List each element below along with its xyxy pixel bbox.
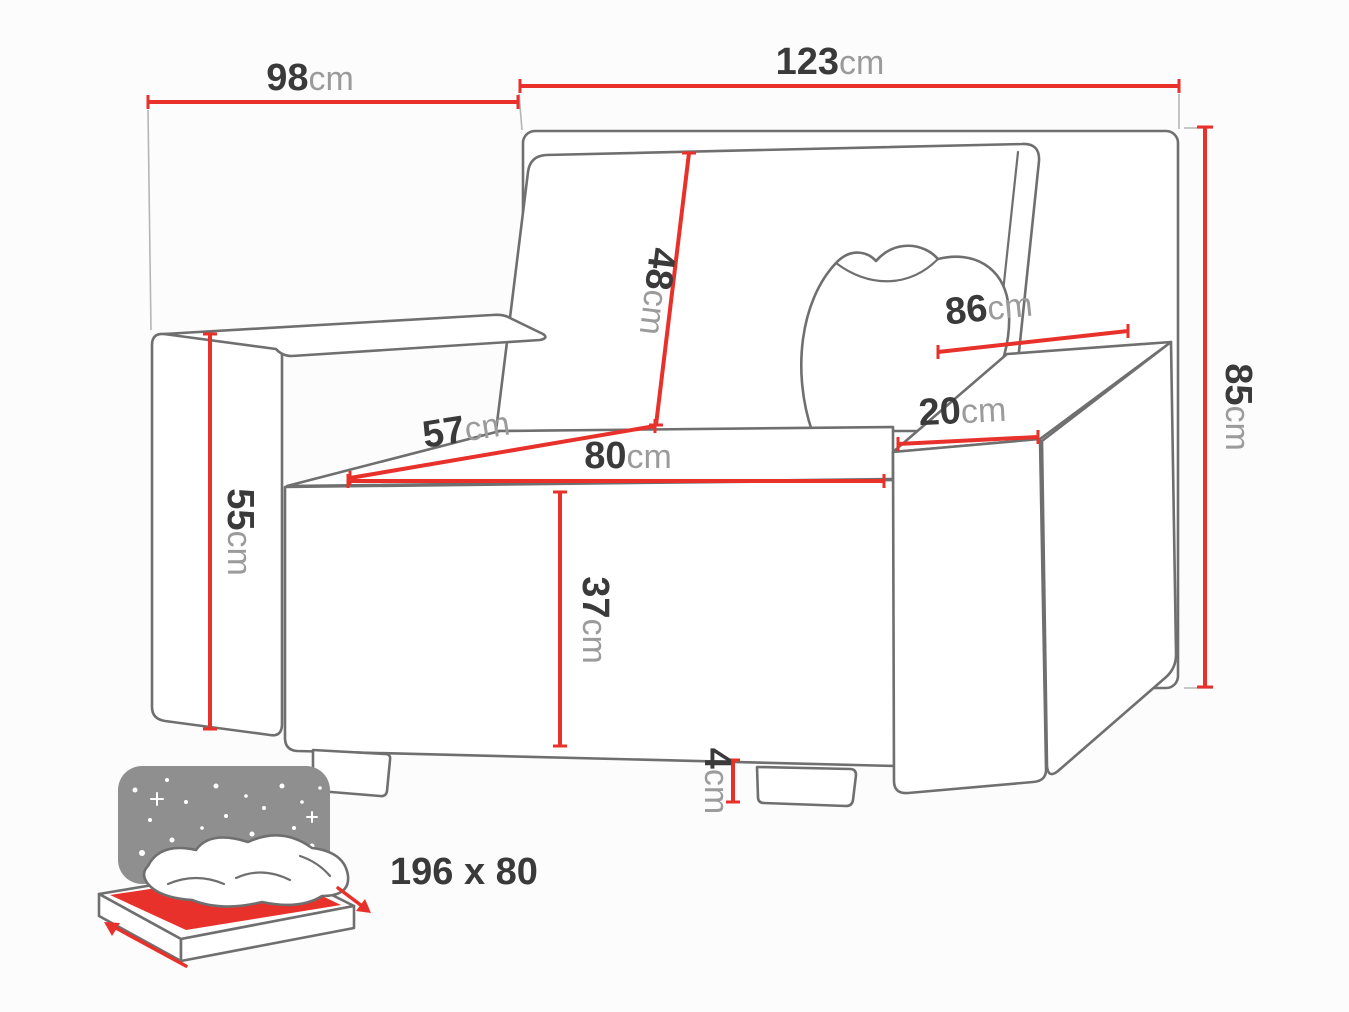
dim-seat-width (346, 474, 886, 488)
dim-label-total-height: 85cm (1217, 363, 1259, 451)
dim-label-seat-width: 80cm (584, 435, 672, 477)
dim-value: 4 (696, 748, 738, 769)
star (318, 786, 322, 790)
unfold-arrow-left (114, 926, 188, 968)
dim-unit: cm (697, 769, 735, 814)
left-armrest-front (150, 332, 284, 737)
dim-armrest-depth (936, 324, 1130, 359)
pillow-crease (834, 257, 940, 283)
star (262, 806, 266, 810)
dim-total-width (518, 79, 1181, 93)
dim-leg-height (726, 758, 740, 804)
dim-unit: cm (308, 60, 353, 98)
star (184, 800, 188, 804)
sleeping-size-label: 196 x 80 (390, 851, 538, 893)
dim-label-armrest-width: 20cm (918, 388, 1008, 435)
dim-label-armrest-depth: 86cm (943, 283, 1035, 334)
dim-label-backrest-height: 48cm (631, 245, 683, 337)
dim-unit: cm (839, 44, 884, 82)
dim-total-depth (146, 95, 520, 109)
dim-value: 48 (636, 245, 683, 292)
dimension-labels: 98cm 123cm 85cm 48cm 86cm 20cm 57cm 80cm… (219, 41, 1259, 814)
foot-center (755, 765, 858, 808)
dim-armrest-width (896, 430, 1040, 451)
dim-unit: cm (632, 288, 675, 338)
armchair-drawing (150, 129, 1180, 808)
sparkle-star (150, 792, 164, 806)
dim-armrest-height (203, 332, 217, 731)
dim-unit: cm (985, 286, 1034, 329)
star (300, 800, 304, 804)
left-armrest-top (162, 313, 547, 358)
right-armrest-side (1040, 340, 1178, 776)
star (139, 850, 145, 856)
right-armrest-front (891, 437, 1048, 795)
dim-value: 55 (219, 488, 261, 530)
dim-total-height (1197, 125, 1213, 689)
star (165, 778, 169, 782)
star (148, 818, 152, 822)
dim-unit: cm (220, 530, 258, 575)
dim-label-armrest-height: 55cm (219, 488, 261, 576)
dim-label-seat-depth: 57cm (420, 402, 513, 457)
unfold-arrow-left-head (104, 922, 120, 936)
dim-value: 123 (776, 41, 839, 83)
dim-label-seat-height: 37cm (574, 576, 616, 664)
unfold-arrow-right-head (356, 899, 371, 913)
dim-label-total-depth: 98cm (266, 57, 354, 99)
dim-label-total-width: 123cm (776, 41, 885, 83)
star (169, 837, 175, 843)
dim-unit: cm (960, 391, 1007, 431)
star (200, 826, 204, 830)
dim-seat-height (553, 490, 567, 748)
star (244, 794, 248, 798)
star (292, 826, 296, 830)
extension-line (147, 109, 152, 331)
star (279, 783, 285, 789)
sleeping-function-icon (97, 766, 371, 968)
sparkle-star (306, 811, 318, 823)
dim-unit: cm (575, 618, 613, 663)
duvet-folds (166, 854, 332, 886)
dim-unit: cm (1218, 405, 1256, 450)
star (249, 831, 255, 837)
dim-value: 20 (918, 390, 962, 434)
dim-unit: cm (462, 405, 513, 450)
dimension-lines (146, 79, 1213, 804)
dim-unit: cm (626, 438, 671, 476)
star (224, 814, 228, 818)
unfold-arrow-right (336, 886, 364, 908)
star (132, 787, 138, 793)
dim-value: 85 (1217, 363, 1259, 405)
dim-value: 86 (943, 287, 989, 333)
dim-value: 57 (420, 409, 468, 457)
star (213, 783, 219, 789)
dim-value: 37 (574, 576, 616, 618)
dim-value: 98 (266, 57, 308, 99)
dim-value: 80 (584, 435, 626, 477)
dim-label-leg-height: 4cm (696, 748, 738, 814)
seat-front (283, 478, 897, 768)
bed-frame-side-right (179, 904, 356, 963)
